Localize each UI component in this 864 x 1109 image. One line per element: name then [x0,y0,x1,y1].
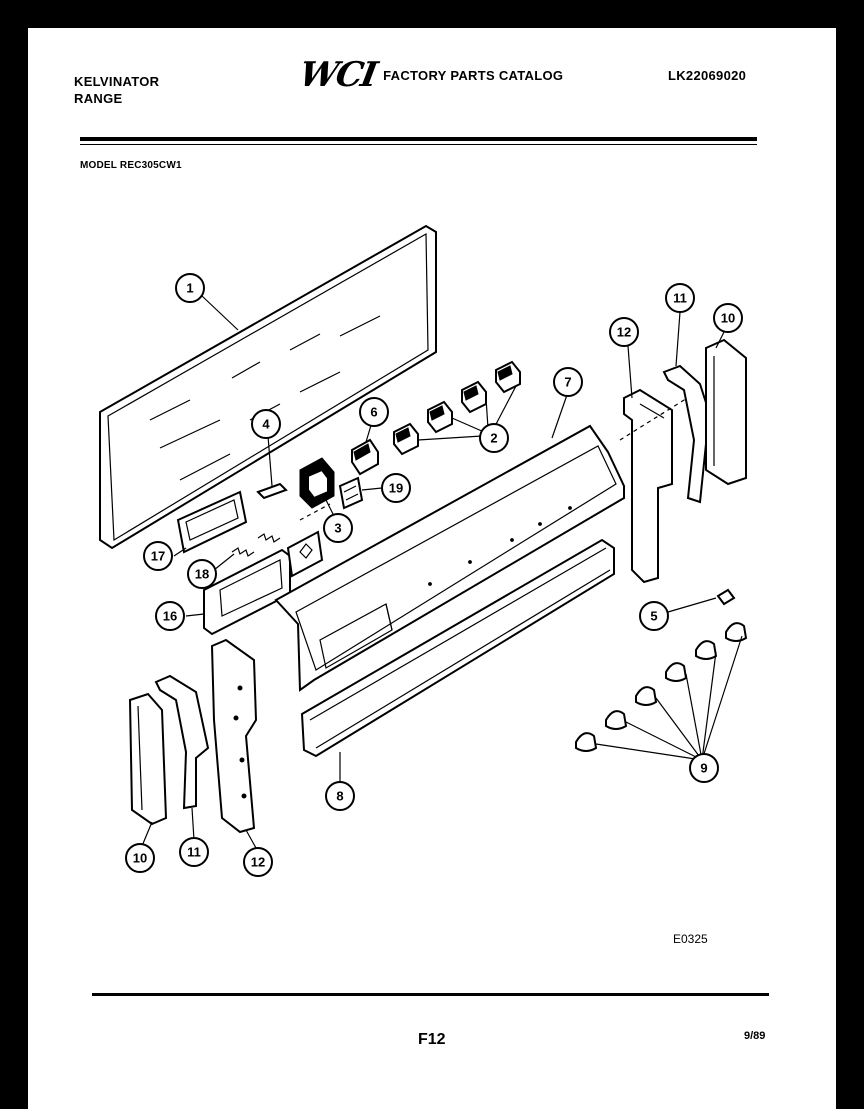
part-control-panel [274,391,625,692]
model-label: MODEL REC305CW1 [80,160,182,171]
part-springs [213,533,281,571]
product-type: RANGE [74,91,123,106]
svg-text:17: 17 [151,549,165,564]
part-end-cap-left [128,692,168,847]
svg-text:10: 10 [133,851,147,866]
part-clock-face [173,490,248,557]
svg-text:5: 5 [650,609,657,624]
part-end-bracket-right [619,345,701,584]
callout-12-right: 12 [609,317,639,347]
brand-block: KELVINATOR RANGE [74,73,159,107]
catalog-number: LK22069020 [668,68,747,83]
callout-12-left: 12 [243,847,273,877]
brand-name: KELVINATOR [74,74,160,89]
page-number: F12 [418,1031,446,1048]
callout-10-left: 10 [125,843,155,873]
svg-text:2: 2 [490,431,497,446]
footer-divider [92,993,769,996]
callout-5: 5 [639,601,669,631]
part-screw [667,588,736,613]
header-divider [80,137,757,141]
part-end-cap-right [705,331,747,486]
callout-7: 7 [553,367,583,397]
part-infinite-switch [299,457,337,521]
issue-date: 9/89 [744,1030,766,1042]
svg-text:16: 16 [163,609,177,624]
svg-text:12: 12 [617,325,631,340]
part-end-bracket-left [210,638,258,849]
callout-17: 17 [143,541,173,571]
callout-11-right: 11 [665,283,695,313]
part-surface-switches [393,360,521,456]
callout-16: 16 [155,601,185,631]
svg-text:11: 11 [187,845,201,860]
svg-text:12: 12 [251,855,265,870]
catalog-header: WCI FACTORY PARTS CATALOG [296,55,564,95]
figure-code: E0325 [673,932,708,946]
callout-6: 6 [359,397,389,427]
svg-text:11: 11 [673,291,687,306]
svg-text:3: 3 [334,521,341,536]
callout-2: 2 [479,423,509,453]
part-rocker-switch [351,421,379,476]
part-trim-strip-right [662,311,718,504]
callout-18: 18 [187,559,217,589]
svg-text:4: 4 [262,417,270,432]
callout-3: 3 [323,513,353,543]
callout-1: 1 [175,273,205,303]
svg-text:10: 10 [721,311,735,326]
callout-8: 8 [325,781,355,811]
part-terminal-block [338,476,383,510]
callout-10-right: 10 [713,303,743,333]
svg-text:9: 9 [700,761,707,776]
callout-9: 9 [689,753,719,783]
part-lower-trim [300,538,615,790]
callout-19: 19 [381,473,411,503]
part-backguard-panel [99,224,437,550]
header-divider-thin [80,144,757,145]
part-control-knobs [575,622,748,761]
svg-text:8: 8 [336,789,343,804]
callout-4: 4 [251,409,281,439]
catalog-title: FACTORY PARTS CATALOG [383,67,564,83]
catalog-page: KELVINATOR RANGE WCI FACTORY PARTS CATAL… [28,28,836,1109]
svg-text:6: 6 [370,405,377,420]
part-clock-bezel [185,530,324,636]
part-clip [256,435,288,500]
svg-text:19: 19 [389,481,403,496]
exploded-parts-diagram: 1 2 3 4 5 6 7 8 9 10 11 12 16 17 18 19 1… [99,224,748,877]
svg-text:7: 7 [564,375,571,390]
part-trim-strip-left [154,674,210,841]
callout-11-left: 11 [179,837,209,867]
svg-text:18: 18 [195,567,209,582]
svg-text:1: 1 [186,281,193,296]
